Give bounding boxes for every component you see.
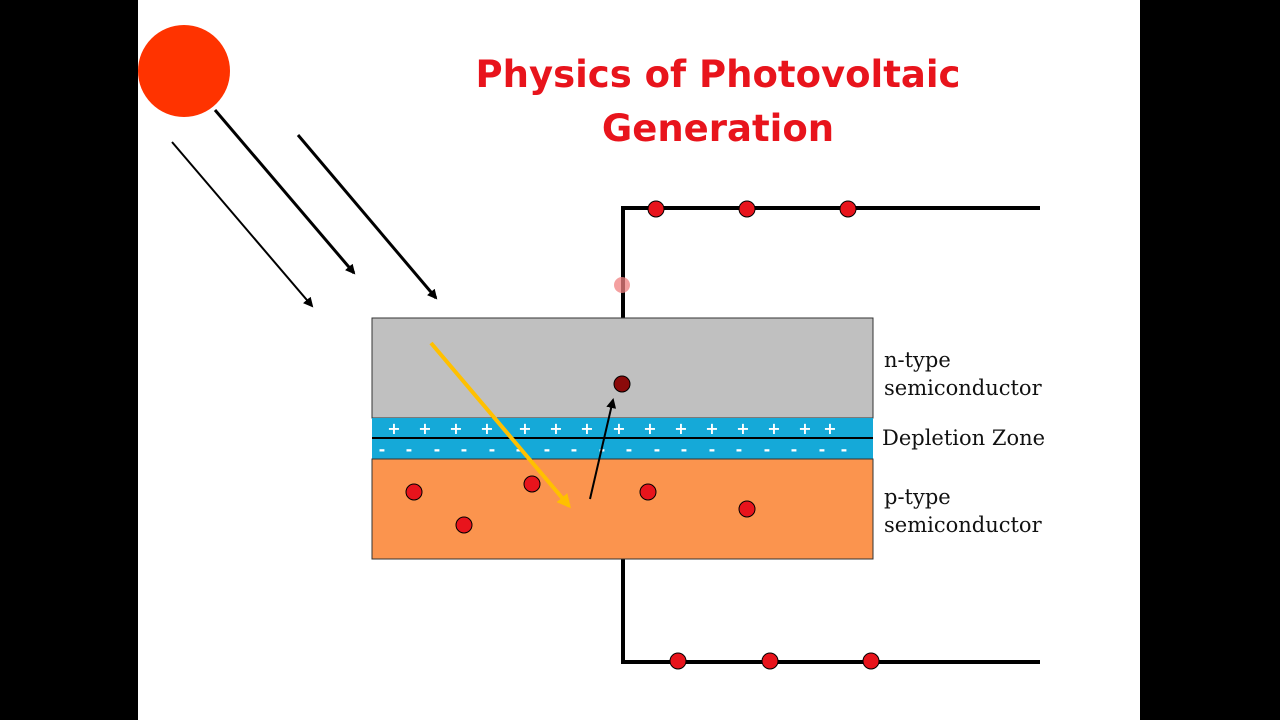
plus-sign: + [418, 419, 431, 438]
electron-dot [523, 475, 541, 493]
minus-sign: - [819, 440, 826, 459]
p-type-label-line-1: p-type [884, 485, 951, 509]
plus-sign: + [767, 419, 780, 438]
minus-sign: - [379, 440, 386, 459]
minus-sign: - [736, 440, 743, 459]
plus-sign: + [736, 419, 749, 438]
plus-sign: + [387, 419, 400, 438]
p-type-label-line-2: semiconductor [884, 513, 1042, 537]
plus-sign: + [549, 419, 562, 438]
minus-sign: - [626, 440, 633, 459]
top-wire [621, 206, 1040, 318]
plus-sign: + [798, 419, 811, 438]
slide: + + + + + + + + + + + + + + + - - - - - … [138, 0, 1140, 720]
minus-sign: - [434, 440, 441, 459]
excited-electron [613, 375, 631, 393]
depletion-zone-label: Depletion Zone [882, 426, 1046, 450]
minus-sign: - [406, 440, 413, 459]
light-ray [296, 134, 438, 300]
plus-sign: + [612, 419, 625, 438]
electron-dot [639, 483, 657, 501]
minus-sign: - [841, 440, 848, 459]
plus-sign: + [480, 419, 493, 438]
title-line-2: Generation [601, 107, 835, 150]
light-ray [213, 109, 356, 275]
n-type-layer [371, 317, 874, 419]
n-type-label: n-type semiconductor [884, 346, 1042, 402]
electron-dot [647, 200, 665, 218]
plus-sign: + [705, 419, 718, 438]
minus-sign: - [764, 440, 771, 459]
electron-path-arrow [589, 398, 617, 500]
electron-dot [669, 652, 687, 670]
pv-diagram: + + + + + + + + + + + + + + + - - - - - … [138, 25, 1040, 670]
p-type-layer [371, 458, 874, 560]
minus-sign: - [681, 440, 688, 459]
plus-sign: + [449, 419, 462, 438]
electron-dot [862, 652, 880, 670]
minus-sign: - [709, 440, 716, 459]
electron-dot [455, 516, 473, 534]
slide-title: Physics of Photovoltaic Generation [438, 48, 998, 156]
electron-dot-faded [614, 277, 630, 293]
bottom-wire [621, 558, 1040, 664]
electron-dot [839, 200, 857, 218]
electron-dot [738, 500, 756, 518]
plus-sign: + [643, 419, 656, 438]
electron-dot [761, 652, 779, 670]
electron-dot [738, 200, 756, 218]
n-type-label-line-1: n-type [884, 348, 951, 372]
minus-sign: - [571, 440, 578, 459]
positive-charges: + + + + + + + + + + + + + + + [387, 419, 836, 438]
plus-sign: + [674, 419, 687, 438]
minus-sign: - [461, 440, 468, 459]
sun-icon [138, 25, 230, 117]
minus-sign: - [489, 440, 496, 459]
minus-sign: - [654, 440, 661, 459]
minus-sign: - [544, 440, 551, 459]
minus-sign: - [791, 440, 798, 459]
plus-sign: + [518, 419, 531, 438]
title-line-1: Physics of Photovoltaic [475, 53, 961, 96]
photon-arrow [429, 341, 571, 509]
plus-sign: + [823, 419, 836, 438]
electron-dot [405, 483, 423, 501]
plus-sign: + [580, 419, 593, 438]
n-type-label-line-2: semiconductor [884, 376, 1042, 400]
p-type-label: p-type semiconductor [884, 483, 1042, 539]
light-ray [171, 141, 314, 308]
